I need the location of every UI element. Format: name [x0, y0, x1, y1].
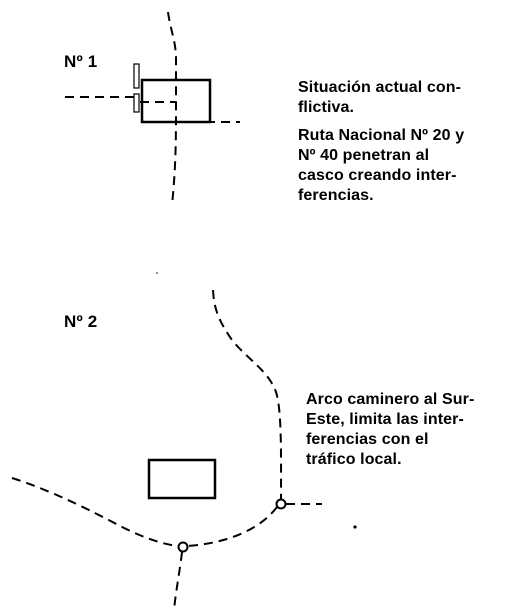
diagram-1-label: Nº 1 — [64, 52, 98, 71]
south-junction-node — [177, 541, 189, 553]
western-road — [11, 477, 179, 547]
caption-line: Nº 40 penetran al — [298, 147, 430, 164]
caption-line: ferencias. — [298, 187, 374, 204]
caption-line: Situación actual con- — [298, 79, 462, 96]
caption-line: Arco caminero al Sur- — [306, 391, 475, 408]
east-junction-node — [275, 498, 287, 510]
caption-line: Este, limita las inter- — [306, 411, 464, 428]
bypass-arc-south-east — [187, 506, 278, 547]
speck-mark — [353, 525, 357, 529]
caption-line: flictiva. — [298, 99, 355, 116]
structure-marker-lower — [133, 93, 140, 113]
town-block-2 — [147, 458, 217, 500]
town-block-1 — [140, 78, 212, 124]
route-40-road — [167, 11, 177, 206]
speck-mark — [156, 272, 158, 274]
southern-road — [173, 551, 183, 610]
caption-line: ferencias con el — [306, 431, 429, 448]
structure-marker-upper — [133, 63, 140, 89]
caption-line: Ruta Nacional Nº 20 y — [298, 127, 465, 144]
diagram-2-caption: Arco caminero al Sur- Este, limita las i… — [306, 390, 474, 470]
caption-line: casco creando inter- — [298, 167, 457, 184]
caption-line: tráfico local. — [306, 451, 402, 468]
diagram-1-caption: Situación actual con- flictiva. Ruta Nac… — [298, 78, 464, 206]
northern-road — [212, 289, 283, 501]
diagram-2-label: Nº 2 — [64, 312, 98, 331]
